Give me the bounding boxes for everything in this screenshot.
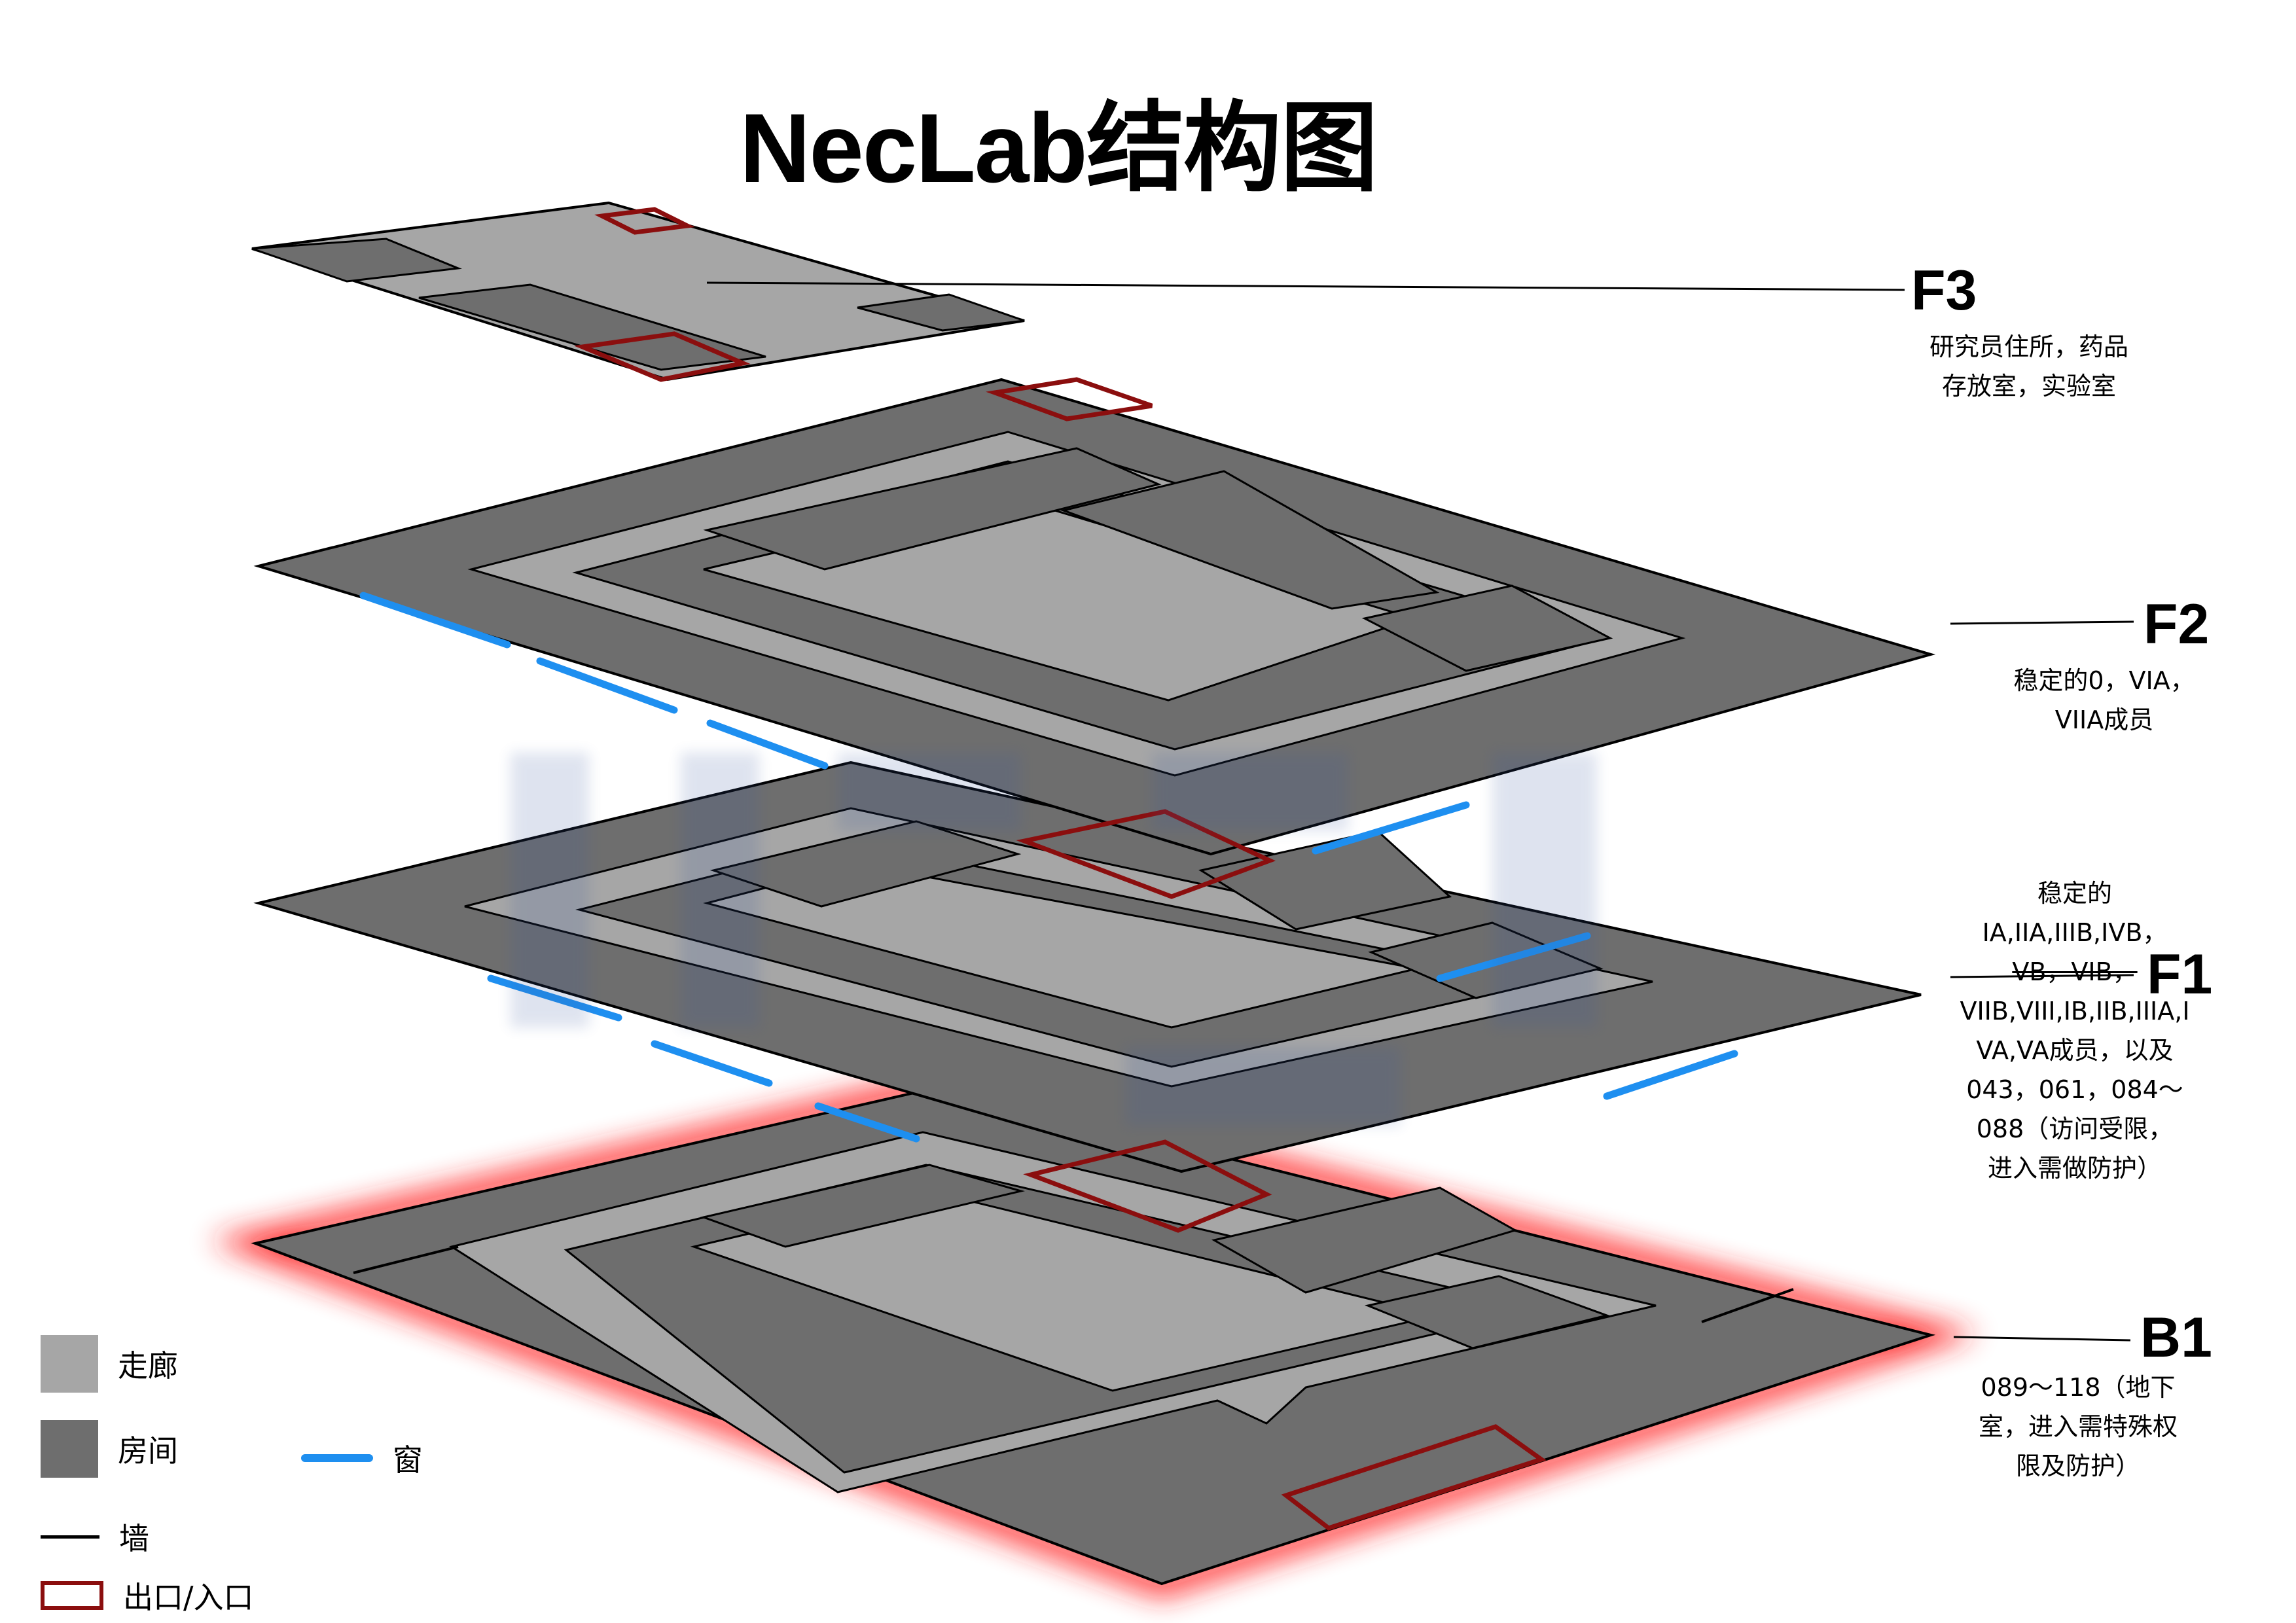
- f1-desc-line: 进入需做防护）: [1987, 1154, 2162, 1183]
- f3-room-w: [251, 238, 462, 283]
- f1-window: [814, 1102, 920, 1143]
- legend-wall-label: 墙: [119, 1521, 149, 1556]
- f2-window: [1312, 801, 1470, 855]
- floor-f1: [253, 760, 1922, 1233]
- b1-room-nw: [700, 1164, 1025, 1248]
- f2-room-e: [1060, 470, 1440, 610]
- f2-room-n: [703, 447, 1162, 571]
- f3-description: 研究员住所，药品 存放室，实验室: [1905, 327, 2153, 406]
- legend-window-label: 窗: [393, 1442, 423, 1478]
- f1-label: F1: [2147, 943, 2213, 1006]
- leader-lines: [706, 281, 2134, 1342]
- b1-desc-line: 089～118（地下: [1981, 1373, 2176, 1402]
- f3-exit-top: [594, 207, 695, 235]
- legend-exit-label: 出口/入口: [123, 1580, 254, 1615]
- f1-desc-line: VA,VA成员，以及: [1976, 1036, 2174, 1065]
- f1-leader: [1950, 974, 2134, 978]
- wall-swatch: [41, 1535, 99, 1539]
- b1-description: 089～118（地下 室，进入需特殊权 限及防护）: [1954, 1368, 2202, 1486]
- f1-room-nw: [709, 820, 1022, 908]
- f2-window: [706, 719, 829, 770]
- f1-desc-line: 088（访问受限，: [1976, 1115, 2174, 1143]
- f1-desc-line: 稳定的: [2037, 879, 2112, 908]
- b1-wall: [1701, 1288, 1794, 1323]
- floor-b1: [209, 1073, 1979, 1598]
- f3-exit-bottom: [573, 331, 751, 382]
- b1-desc-line: 限及防护）: [2015, 1452, 2140, 1480]
- f2-exit-top: [986, 377, 1153, 421]
- f1-window: [651, 1040, 773, 1087]
- b1-room-se: [1364, 1275, 1611, 1349]
- b1-label: B1: [2140, 1306, 2212, 1369]
- corridor-swatch: [41, 1335, 98, 1393]
- f1-description: 稳定的 IA,IIA,IIIB,IVB， VB，VIB， VIIB,VIII,I…: [1957, 874, 2193, 1188]
- f2-exit-bottom: [1016, 809, 1276, 899]
- f2-leader: [1950, 620, 2134, 625]
- exit-swatch: [41, 1581, 103, 1610]
- f1-desc-line: IA,IIA,IIIB,IVB，: [1982, 918, 2168, 947]
- floor-f3: [251, 201, 1025, 382]
- f3-room-e: [857, 293, 1025, 332]
- legend-exit: 出口/入口: [41, 1574, 254, 1617]
- f2-desc-line: 稳定的0，VIA，: [2013, 666, 2195, 695]
- f1-desc-line: 043，061，084～: [1966, 1075, 2183, 1104]
- f2-description: 稳定的0，VIA， VIIA成员: [1986, 661, 2222, 740]
- f2-window: [359, 592, 511, 649]
- legend-window: 窗: [301, 1436, 423, 1480]
- f2-label: F2: [2144, 593, 2210, 656]
- page-title: NecLab结构图: [740, 93, 1378, 203]
- legend-corridor-label: 走廊: [118, 1348, 178, 1383]
- legend-room-label: 房间: [118, 1433, 178, 1469]
- f2-room-se: [1361, 584, 1613, 672]
- legend-wall: 墙: [41, 1515, 149, 1558]
- floor-f2: [253, 377, 1936, 899]
- f1-desc-line: VB，VIB，: [2012, 957, 2138, 986]
- b1-room-e: [1211, 1186, 1518, 1294]
- legend-corridor: 走廊: [41, 1335, 178, 1393]
- f2-window: [536, 657, 678, 714]
- b1-wall: [353, 1245, 459, 1274]
- f3-leader: [706, 281, 1905, 291]
- f1-window: [1603, 1050, 1738, 1100]
- window-swatch: [301, 1454, 373, 1462]
- f3-desc-line: 研究员住所，药品: [1929, 332, 2128, 361]
- f3-label: F3: [1911, 259, 1977, 322]
- legend-room: 房间: [41, 1420, 178, 1478]
- room-swatch: [41, 1420, 98, 1478]
- f1-desc-line: VIIB,VIII,IB,IIB,IIIA,I: [1960, 997, 2190, 1026]
- f1-room-e: [1198, 830, 1452, 931]
- f1-exit: [1023, 1139, 1272, 1233]
- f2-desc-line: VIIA成员: [2054, 705, 2154, 734]
- b1-desc-line: 室，进入需特殊权: [1978, 1412, 2178, 1441]
- f3-desc-line: 存放室，实验室: [1941, 372, 2116, 401]
- b1-exit: [1281, 1424, 1547, 1531]
- b1-leader: [1953, 1336, 2131, 1342]
- watermark: [511, 753, 1597, 1126]
